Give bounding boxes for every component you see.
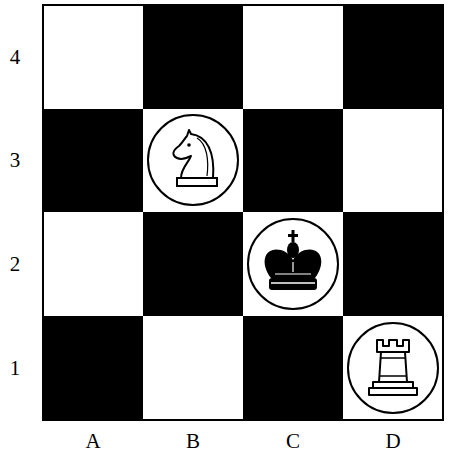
file-letter: C	[286, 431, 300, 452]
file-letter: B	[186, 431, 200, 452]
white-knight	[148, 115, 238, 205]
white-rook	[348, 323, 438, 413]
rank-number: 4	[10, 47, 21, 68]
black-king	[248, 219, 338, 309]
rank-number: 2	[10, 254, 21, 275]
board-squares	[43, 5, 443, 420]
rank-number: 1	[10, 358, 21, 379]
file-letter: A	[85, 431, 100, 452]
rank-number: 3	[10, 150, 21, 171]
file-letter: D	[385, 431, 400, 452]
